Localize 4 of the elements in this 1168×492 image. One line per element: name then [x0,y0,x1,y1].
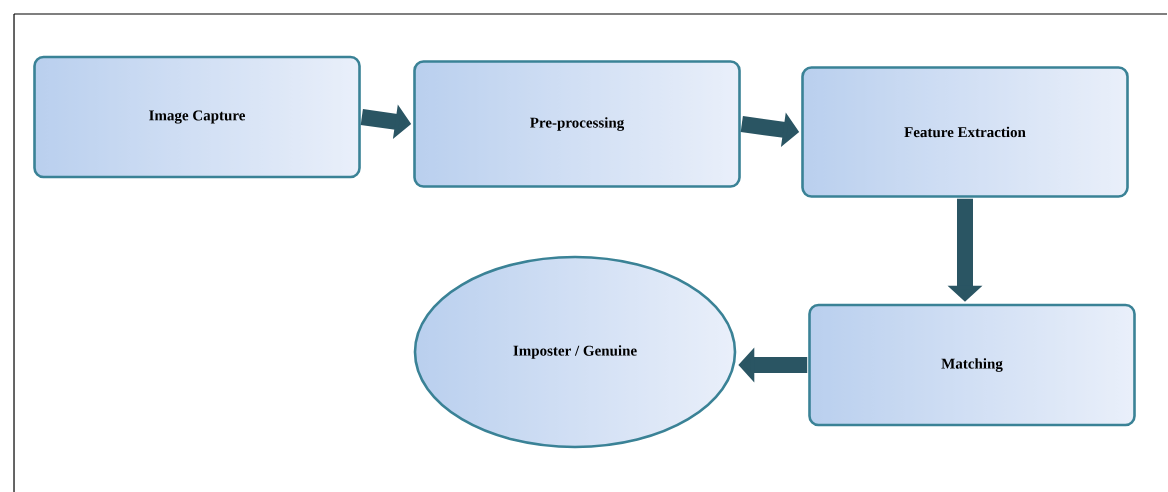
process-box: Pre-processing [413,60,741,188]
process-box: Image Capture [33,55,361,179]
process-box: Feature Extraction [801,66,1129,198]
process-box: Matching [808,303,1136,427]
